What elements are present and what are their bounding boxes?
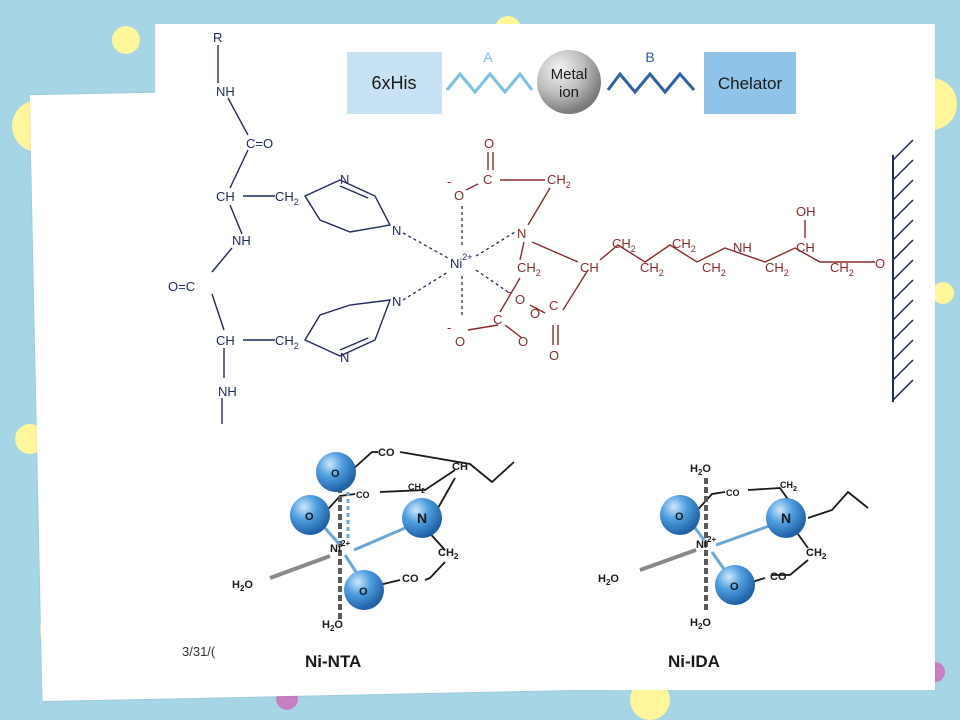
nta-h2o-bottom: H2O <box>322 619 343 633</box>
decor-dot-yellow <box>112 26 140 54</box>
hydroxyl-oh: OH <box>796 204 816 219</box>
nta-ch: CH <box>452 461 468 473</box>
his-tag-label: 6xHis <box>371 73 416 93</box>
chain-nh: NH <box>733 240 752 255</box>
ida-co-bottom: CO <box>770 571 787 583</box>
carboxyl-c-right: C <box>549 298 558 313</box>
r-group: R <box>213 30 222 45</box>
carboxylate-o-mid: O <box>515 292 525 307</box>
carboxylate-o-bottom: O <box>455 334 465 349</box>
carbonyl-2: O=C <box>168 279 195 294</box>
chain-ch2-3: CH2 <box>672 236 696 254</box>
nickel-center: Ni2+ <box>402 206 516 316</box>
carboxyl-c-top: C <box>483 172 492 187</box>
nta-co-mid: CO <box>356 490 370 500</box>
carbonyl-o-top: O <box>484 136 494 151</box>
oxygen-sphere <box>344 570 384 610</box>
nta-o-1: O <box>331 468 340 480</box>
nta-o-2: O <box>305 511 314 523</box>
ida-ch2-right: CH2 <box>806 547 827 561</box>
decor-dot-yellow <box>932 282 954 304</box>
linker-b-zigzag <box>606 71 696 95</box>
chain-ch2-5: CH2 <box>765 260 789 278</box>
oxygen-sphere <box>316 452 356 492</box>
his-tag-box <box>347 52 442 114</box>
slide-panel <box>155 24 935 690</box>
carboxyl-c-bottom: C <box>493 312 502 327</box>
ida-o-2: O <box>730 581 739 593</box>
legend-header: 6xHis A Metal ion B Chelator <box>347 49 796 114</box>
nta-ch2-right: CH2 <box>438 547 459 561</box>
ni-ion: Ni2+ <box>450 252 473 271</box>
ida-n: N <box>781 510 791 526</box>
oxygen-sphere <box>715 565 755 605</box>
ni-nta-label: Ni-NTA <box>305 652 361 671</box>
linker-b-label: B <box>645 49 654 65</box>
amide-nh-2: NH <box>232 233 251 248</box>
metal-ion-label-1: Metal <box>551 66 588 83</box>
chain-ch2-1: CH2 <box>612 236 636 254</box>
carboxylate-o-right: O <box>530 306 540 321</box>
nta-n: N <box>417 510 427 526</box>
linker-a-zigzag <box>445 71 534 95</box>
metal-ion-sphere <box>537 50 601 114</box>
ni-ida-label: Ni-IDA <box>668 652 720 671</box>
ida-o-1: O <box>675 511 684 523</box>
chelator-box <box>704 52 796 114</box>
chain-ch: CH <box>796 240 815 255</box>
carbonyl-1: C=O <box>246 136 273 151</box>
ida-h2o-bottom: H2O <box>690 617 711 631</box>
amide-nh-1: NH <box>216 84 235 99</box>
charge-bottom: - <box>447 320 451 335</box>
oxygen-sphere <box>290 495 330 535</box>
imidazole-n-top-b: N <box>392 223 401 238</box>
nta-ni: Ni2+ <box>330 539 350 555</box>
methylene-1: CH2 <box>275 189 299 207</box>
nta-ch2-mid: CH2 <box>408 482 425 495</box>
ida-h2o-left: H2O <box>598 573 619 587</box>
ida-co-mid: CO <box>726 488 740 498</box>
oxygen-sphere <box>660 495 700 535</box>
charge-mid: - <box>507 284 511 299</box>
methine-ch: CH <box>580 260 599 275</box>
chelator-label: Chelator <box>718 74 783 93</box>
ida-ni: Ni2+ <box>696 535 716 551</box>
methylene-mid: CH2 <box>517 260 541 278</box>
chain-ch2-4: CH2 <box>702 260 726 278</box>
chain-ch2-6: CH2 <box>830 260 854 278</box>
footer-date: 3/31/( <box>182 644 216 659</box>
tertiary-n: N <box>517 226 526 241</box>
nta-co-bottom: CO <box>402 573 419 585</box>
nitrogen-sphere <box>766 498 806 538</box>
amide-nh-3: NH <box>218 384 237 399</box>
ni-nta-complex: O O N O CO CH CO CH2 CH2 CO Ni2+ H2O H2O… <box>232 447 515 671</box>
metal-ion-label-2: ion <box>559 84 579 101</box>
imidazole-n-top-a: N <box>340 172 349 187</box>
alpha-ch-1: CH <box>216 189 235 204</box>
carbonyl-o-right: O <box>549 348 559 363</box>
linker-a-label: A <box>483 49 493 65</box>
nta-chelator: O C - O CH2 N CH2 CH - O C O C - O O O C… <box>447 136 914 402</box>
imidazole-n-bot-a: N <box>392 294 401 309</box>
alpha-ch-2: CH <box>216 333 235 348</box>
nta-o-3: O <box>359 586 368 598</box>
methylene-2: CH2 <box>275 333 299 351</box>
nta-co-top: CO <box>378 447 395 459</box>
carbonyl-o-bottom: O <box>518 334 528 349</box>
nta-h2o-left: H2O <box>232 579 253 593</box>
nitrogen-sphere <box>402 498 442 538</box>
imidazole-n-bot-b: N <box>340 350 349 365</box>
ida-ch2-mid: CH2 <box>780 480 797 493</box>
ida-h2o-top: H2O <box>690 463 711 477</box>
charge-top: - <box>447 174 451 189</box>
ether-o: O <box>875 256 885 271</box>
methylene-top: CH2 <box>547 172 571 190</box>
his-peptide: R NH C=O CH CH2 NH O=C CH CH2 NH N N N N <box>168 30 401 424</box>
ni-ida-complex: O N O CO CH2 CH2 CO Ni2+ H2O H2O H2O Ni-… <box>598 463 869 671</box>
chain-ch2-2: CH2 <box>640 260 664 278</box>
carboxylate-o-top: O <box>454 188 464 203</box>
